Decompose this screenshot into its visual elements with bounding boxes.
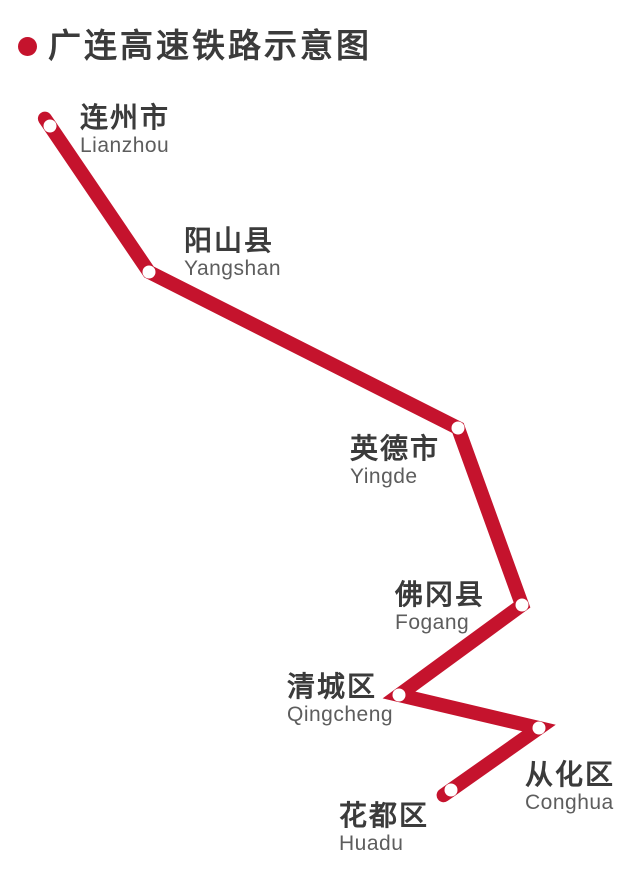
page-title: 广连高速铁路示意图 bbox=[48, 27, 372, 64]
station-dot-yingde bbox=[451, 421, 465, 435]
station-dot-qingcheng bbox=[392, 688, 406, 702]
station-dot-lianzhou bbox=[43, 119, 57, 133]
station-dot-yangshan bbox=[142, 265, 156, 279]
station-dot-fogang bbox=[515, 598, 529, 612]
station-dot-conghua bbox=[532, 721, 546, 735]
red-dot-icon bbox=[18, 36, 37, 56]
title-bar: 广连高速铁路示意图 bbox=[18, 27, 372, 64]
route-line bbox=[37, 111, 556, 803]
station-dot-huadu bbox=[444, 783, 458, 797]
